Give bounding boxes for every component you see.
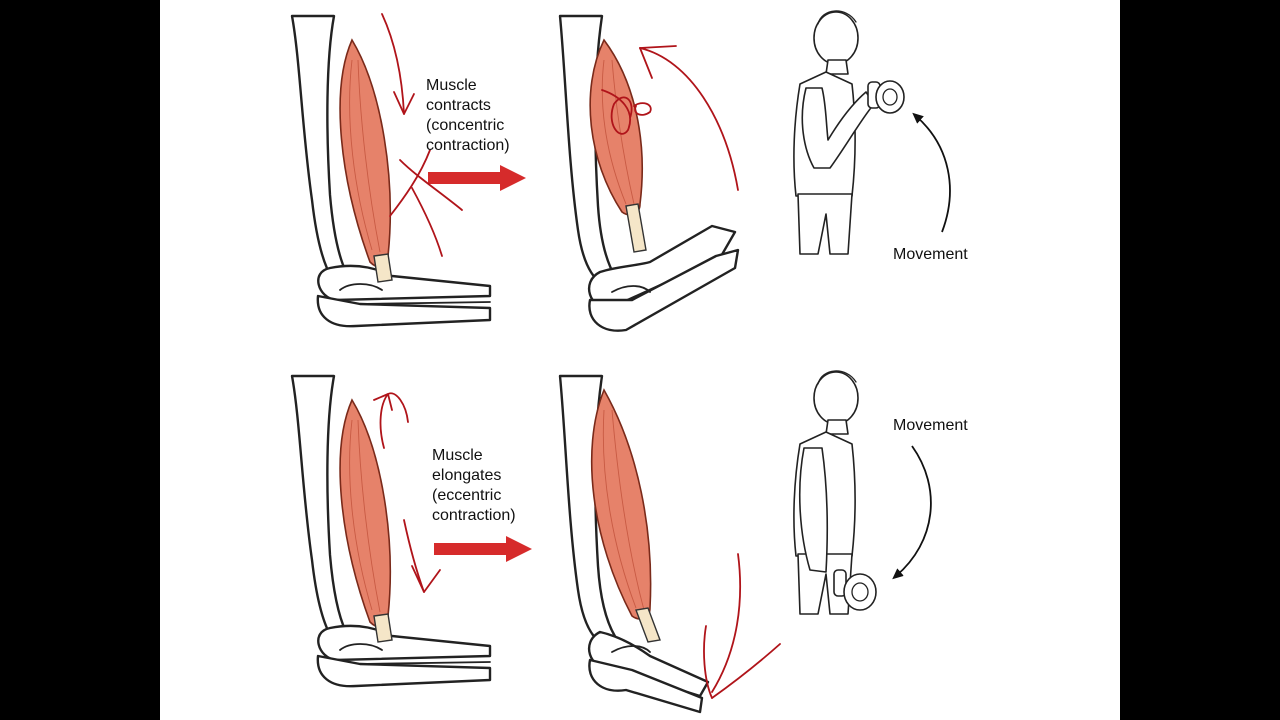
movement-label-top: Movement: [893, 246, 968, 263]
top-middle-arm: [558, 14, 740, 332]
top-movement-arrow: [912, 112, 951, 233]
eccentric-label: Muscle elongates (eccentric contraction): [432, 447, 516, 524]
bottom-red-arrow: [434, 536, 532, 562]
movement-label-bottom: Movement: [893, 417, 968, 434]
bottom-middle-arm: [558, 374, 710, 714]
top-left-arm: [290, 14, 492, 328]
concentric-label: Muscle contracts (concentric contraction…: [426, 77, 510, 154]
bottom-person-lowering: [793, 370, 877, 615]
top-ink-annotations: [381, 13, 739, 257]
bottom-dumbbell: [833, 569, 877, 611]
top-person-curling: [793, 10, 905, 255]
top-red-arrow: [428, 165, 526, 191]
bottom-ink-annotations: [373, 392, 781, 699]
bottom-left-arm: [290, 374, 492, 688]
top-dumbbell: [867, 80, 905, 114]
bottom-movement-arrow: [892, 445, 932, 580]
